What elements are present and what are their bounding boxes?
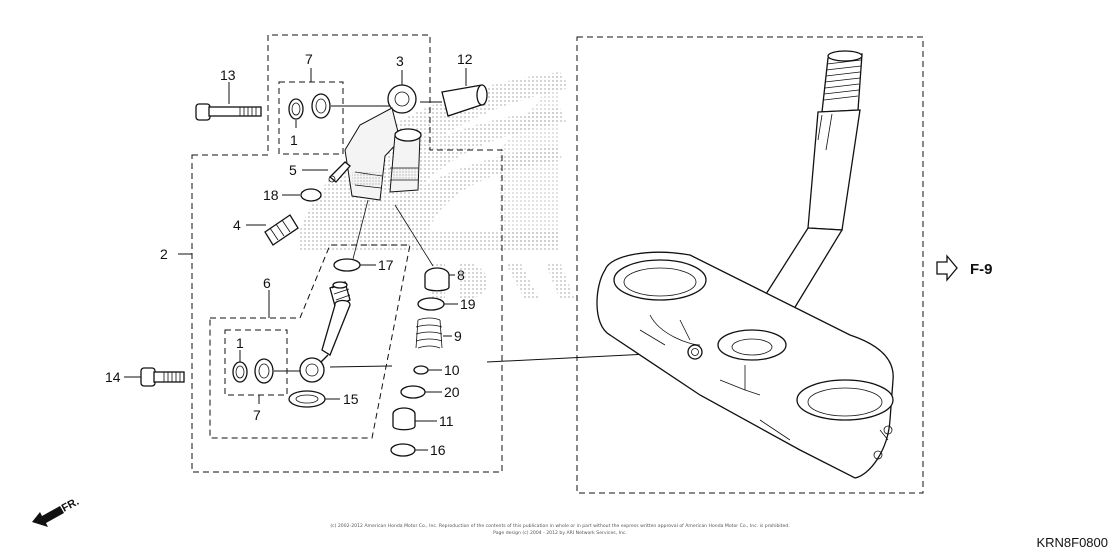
callout-11: 11 <box>439 413 454 429</box>
part-18-o-ring <box>300 188 322 202</box>
callout-1-lower: 1 <box>236 335 244 351</box>
part-7-bearing-lower <box>232 358 274 384</box>
callout-20: 20 <box>444 384 460 400</box>
part-6-damper-rod <box>299 281 351 383</box>
callout-19: 19 <box>460 296 476 312</box>
steering-stem-reference <box>596 50 894 479</box>
hollow-arrow-icon <box>936 254 958 282</box>
part-7-bearing-upper <box>288 93 331 120</box>
callout-7-lower: 7 <box>253 407 261 423</box>
part-14-bolt <box>140 367 185 387</box>
callout-6: 6 <box>263 275 271 291</box>
part-9-spring <box>415 317 443 349</box>
callout-10: 10 <box>444 362 460 378</box>
part-17-o-ring <box>333 258 361 272</box>
assembly-boundaries <box>191 34 924 494</box>
copyright-line-2: Page design (c) 2004 - 2012 by ARI Netwo… <box>493 530 627 536</box>
part-12-cap <box>441 84 488 117</box>
front-direction-indicator: FR. <box>32 496 81 527</box>
part-15-seal <box>288 390 326 408</box>
part-19-washer <box>417 297 445 311</box>
callout-9: 9 <box>454 328 462 344</box>
callout-8: 8 <box>457 267 465 283</box>
callout-1-upper: 1 <box>290 132 298 148</box>
callout-18: 18 <box>263 187 279 203</box>
callout-15: 15 <box>343 391 359 407</box>
fr-arrow-icon <box>32 506 64 527</box>
callout-14: 14 <box>105 369 121 385</box>
part-3-cushion-body <box>344 84 422 201</box>
callout-13: 13 <box>220 67 236 83</box>
part-10-nut <box>413 365 429 375</box>
part-4-adjuster <box>264 214 299 246</box>
callout-12: 12 <box>457 51 473 67</box>
front-direction-label: FR. <box>60 496 81 515</box>
cross-reference-label: F-9 <box>970 261 993 278</box>
callout-17: 17 <box>378 257 394 273</box>
part-8-bushing <box>424 267 450 292</box>
part-11-cap <box>392 407 416 431</box>
callout-4: 4 <box>233 217 241 233</box>
callout-7-upper: 7 <box>305 51 313 67</box>
part-20-washer <box>400 385 426 399</box>
callout-3: 3 <box>396 53 404 69</box>
copyright-line-1: (c) 2002-2012 American Honda Motor Co., … <box>330 523 789 529</box>
part-5-valve <box>328 161 351 183</box>
diagram-code: KRN8F0800 <box>1036 535 1108 550</box>
callout-2: 2 <box>160 246 168 262</box>
callout-5: 5 <box>289 162 297 178</box>
cross-reference: F-9 <box>936 254 993 282</box>
part-16-seal <box>390 443 416 457</box>
part-13-bolt <box>195 103 262 121</box>
callout-16: 16 <box>430 442 446 458</box>
